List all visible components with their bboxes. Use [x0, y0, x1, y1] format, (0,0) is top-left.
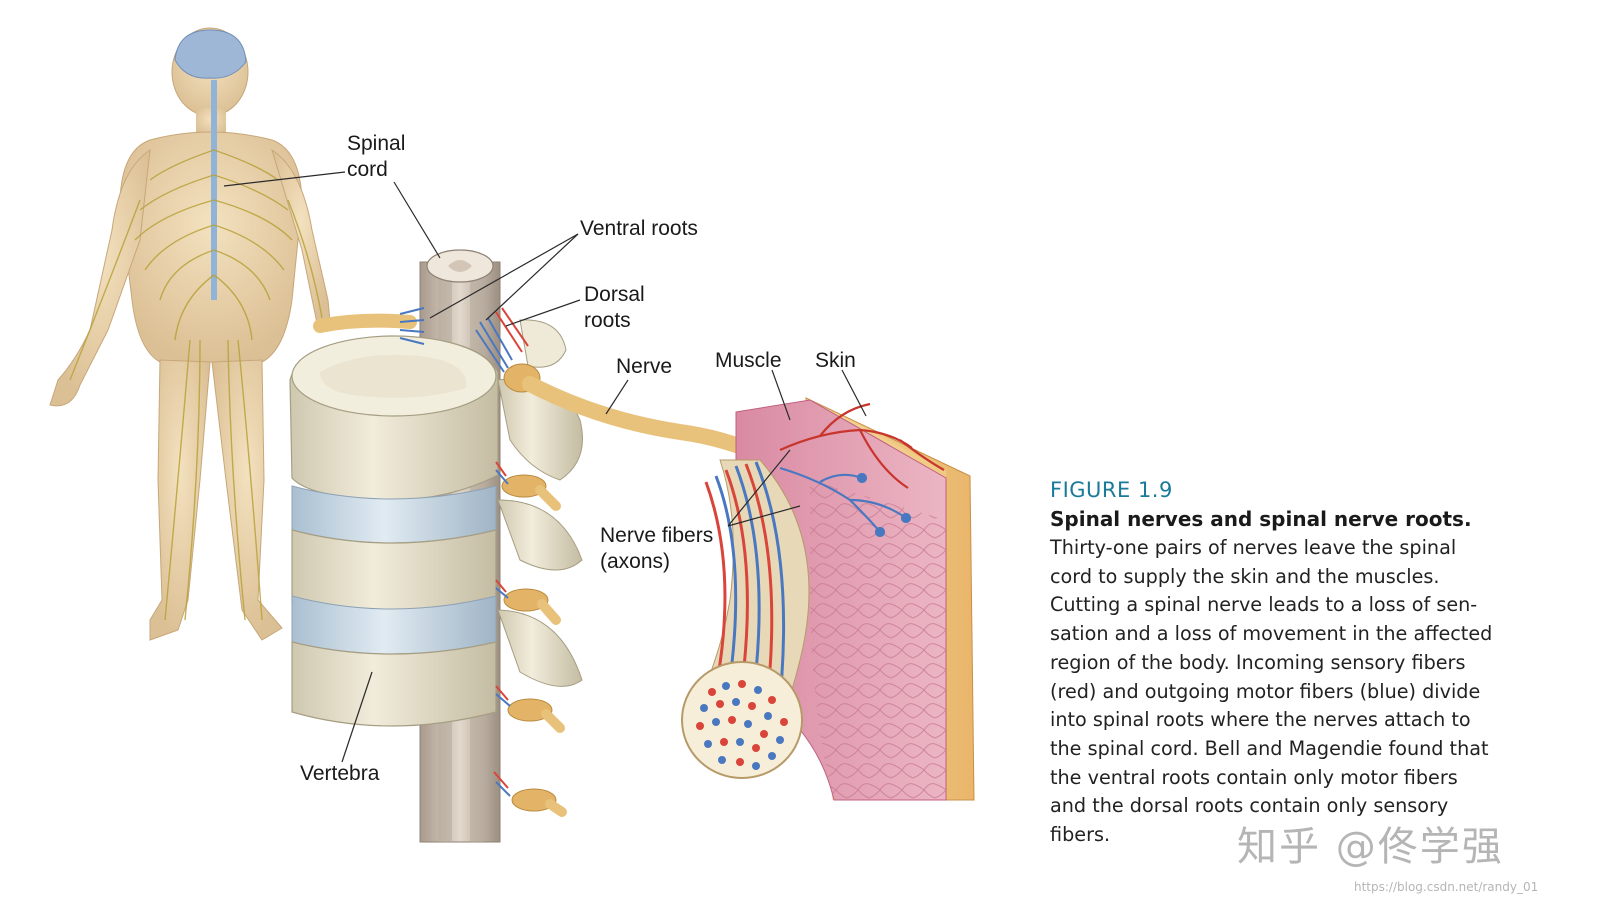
- label-dorsal-roots-line1: Dorsal: [584, 283, 645, 306]
- label-vertebra: Vertebra: [300, 762, 380, 785]
- vertebra-stack: [289, 319, 583, 727]
- label-dorsal-roots-line2: roots: [584, 309, 631, 332]
- figure-caption: FIGURE 1.9 Spinal nerves and spinal nerv…: [1050, 476, 1550, 850]
- left-leg: [149, 359, 211, 641]
- human-body-figure: [49, 27, 331, 641]
- label-spinal-cord-line1: Spinal: [347, 132, 406, 155]
- label-spinal-cord-line2: cord: [347, 158, 388, 181]
- figure-body-text: Thirty-one pairs of nerves leave the spi…: [1050, 536, 1493, 847]
- label-ventral-roots: Ventral roots: [580, 217, 698, 240]
- label-muscle: Muscle: [715, 349, 782, 372]
- label-nerve-fibers-line2: (axons): [600, 550, 671, 573]
- figure-number: FIGURE 1.9: [1050, 478, 1173, 502]
- label-nerve: Nerve: [616, 355, 673, 378]
- left-arm: [49, 148, 151, 407]
- nerve-cross-section: [681, 459, 810, 779]
- brain: [174, 29, 247, 79]
- label-nerve-fibers-line1: Nerve fibers: [600, 524, 714, 547]
- right-leg: [211, 359, 283, 641]
- label-skin: Skin: [815, 349, 856, 372]
- csdn-url-watermark: https://blog.csdn.net/randy_01: [1354, 880, 1539, 894]
- zhihu-watermark: 知乎 @佟学强: [1237, 824, 1504, 870]
- figure-title: Spinal nerves and spinal nerve roots.: [1050, 507, 1472, 531]
- leader-lines: [223, 171, 867, 763]
